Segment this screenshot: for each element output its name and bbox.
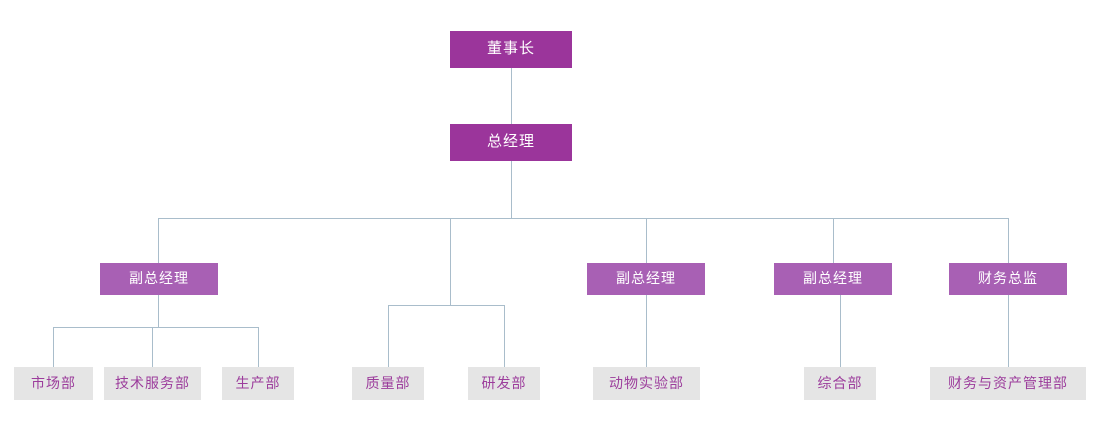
- node-production-dept[interactable]: 生产部: [222, 367, 294, 400]
- node-rnd-dept[interactable]: 研发部: [468, 367, 540, 400]
- node-deputy-gm-2[interactable]: 副总经理: [587, 263, 705, 295]
- connector-to-general-affairs-dept: [840, 295, 841, 367]
- node-general-manager[interactable]: 总经理: [450, 124, 572, 161]
- connector-to-production-dept: [258, 327, 259, 367]
- node-deputy-gm-3[interactable]: 副总经理: [774, 263, 892, 295]
- connector-quality-rnd-sub-bus: [388, 305, 504, 306]
- node-general-affairs-dept[interactable]: 综合部: [804, 367, 876, 400]
- node-deputy-gm-1[interactable]: 副总经理: [100, 263, 218, 295]
- node-chairman[interactable]: 董事长: [450, 31, 572, 68]
- connector-to-tech-service-dept: [152, 327, 153, 367]
- connector-deputy-1-sub-bus: [53, 327, 258, 328]
- node-finance-asset-dept[interactable]: 财务与资产管理部: [930, 367, 1086, 400]
- connector-to-rnd-dept: [504, 305, 505, 367]
- node-animal-lab-dept[interactable]: 动物实验部: [593, 367, 700, 400]
- connector-to-finance-asset-dept: [1008, 295, 1009, 367]
- connector-bus-to-quality-rnd: [450, 218, 451, 305]
- connector-bus-to-deputy-1: [158, 218, 159, 263]
- node-marketing-dept[interactable]: 市场部: [14, 367, 93, 400]
- connector-chairman-to-gm: [511, 68, 512, 124]
- connector-bus-to-deputy-2: [646, 218, 647, 263]
- connector-main-bus: [158, 218, 1009, 219]
- connector-to-quality-dept: [388, 305, 389, 367]
- connector-to-animal-lab-dept: [646, 295, 647, 367]
- connector-bus-to-finance-director: [1008, 218, 1009, 263]
- connector-to-marketing-dept: [53, 327, 54, 367]
- node-quality-dept[interactable]: 质量部: [352, 367, 424, 400]
- connector-gm-drop: [511, 161, 512, 218]
- connector-deputy-1-drop: [158, 295, 159, 327]
- node-tech-service-dept[interactable]: 技术服务部: [104, 367, 201, 400]
- node-finance-director[interactable]: 财务总监: [949, 263, 1067, 295]
- connector-bus-to-deputy-3: [833, 218, 834, 263]
